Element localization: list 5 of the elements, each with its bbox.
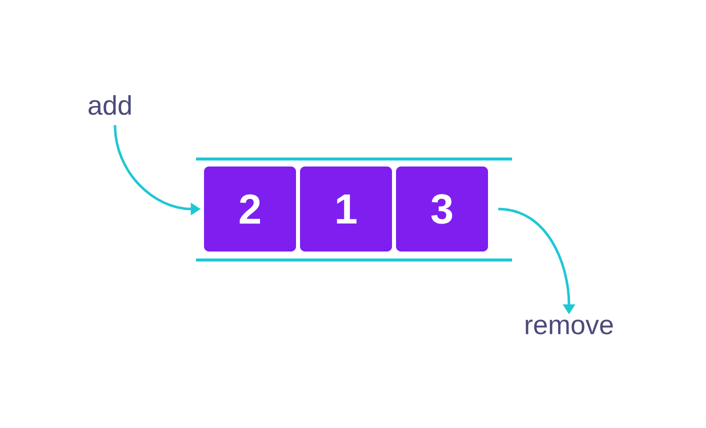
queue-item: 1 xyxy=(300,166,392,252)
label-text: add xyxy=(88,95,131,115)
queue-item: 3 xyxy=(396,166,488,252)
queue-item: 2 xyxy=(204,166,296,252)
label-text: remove xyxy=(526,320,613,334)
